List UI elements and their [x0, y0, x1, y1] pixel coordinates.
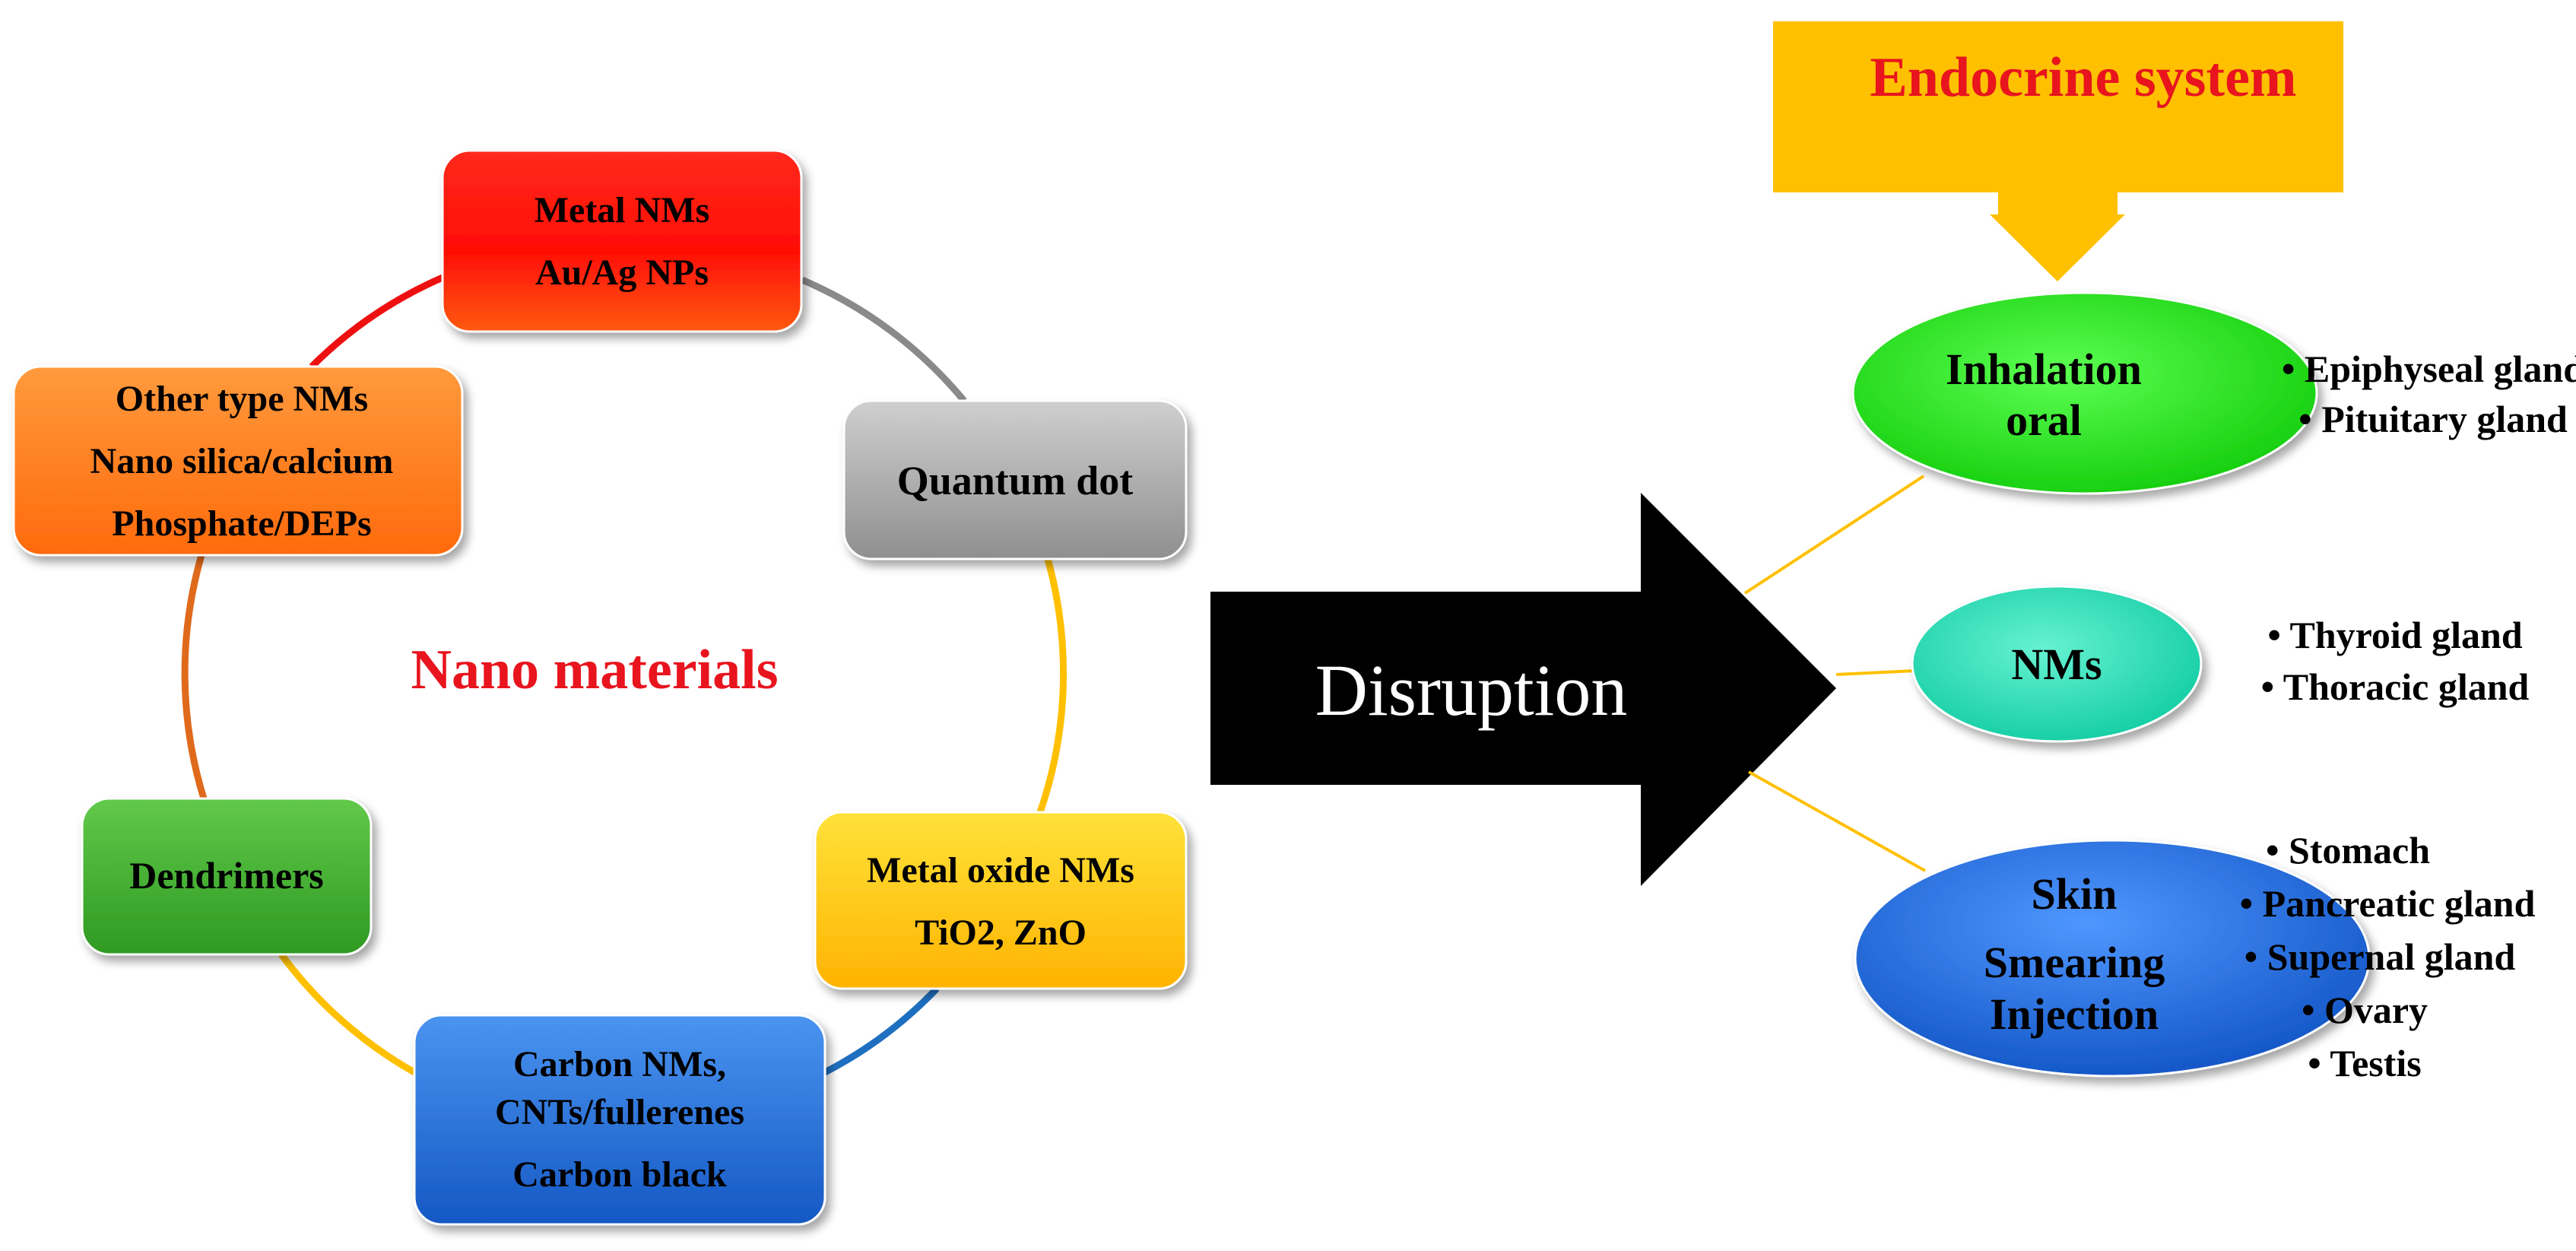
connector-dendrimers-other	[181, 554, 208, 800]
connector-other-metal	[309, 274, 444, 370]
gland-item: • Pituitary gland	[2298, 398, 2568, 440]
node-carbon-line-3: Carbon black	[512, 1154, 727, 1195]
arrow-shape	[1210, 493, 1836, 886]
gland-item: • Thoracic gland	[2261, 665, 2530, 708]
route-connector-3	[1748, 770, 1926, 872]
gland-list-nms: • Thyroid gland • Thoracic gland	[2261, 614, 2530, 708]
connector-metal-quantum	[801, 276, 967, 403]
gland-item: • Ovary	[2302, 989, 2428, 1031]
node-other-line-3: Phosphate/DEPs	[112, 503, 371, 544]
gland-item: • Stomach	[2266, 829, 2430, 872]
node-carbon-line-1: Carbon NMs,	[513, 1044, 726, 1084]
gland-item: • Testis	[2308, 1042, 2422, 1084]
endocrine-title: Endocrine system	[1870, 46, 2296, 109]
node-other-line-2: Nano silica/calcium	[90, 441, 394, 481]
node-metal-line-2: Au/Ag NPs	[535, 252, 709, 293]
route-nms: NMs	[1911, 585, 2203, 743]
arrow-label: Disruption	[1315, 649, 1628, 731]
node-quantum-line-1: Quantum dot	[897, 458, 1134, 503]
node-other-line-1: Other type NMs	[116, 379, 368, 419]
route-connector-2	[1835, 669, 1915, 676]
route-inhalation-line-2: oral	[2006, 395, 2082, 445]
node-metal-line-1: Metal NMs	[535, 190, 710, 230]
endocrine-box	[1773, 21, 2343, 192]
node-oxide-line-1: Metal oxide NMs	[867, 850, 1134, 891]
route-inhalation-line-1: Inhalation	[1946, 345, 2142, 394]
route-connector-1	[1743, 475, 1925, 595]
node-quantum-dot: Quantum dot	[842, 399, 1188, 560]
route-connectors	[1743, 475, 1926, 872]
disruption-arrow: Disruption	[1210, 493, 1836, 886]
endocrine-pointer	[1990, 192, 2125, 281]
connector-oxide-carbon	[823, 986, 940, 1075]
route-skin: Skin Smearing Injection	[1854, 839, 2371, 1078]
node-oxide-line-2: TiO2, ZnO	[915, 913, 1087, 953]
node-dendrimers: Dendrimers	[81, 797, 373, 956]
node-metal: Metal NMs Au/Ag NPs	[441, 149, 803, 333]
gland-list-inhalation: • Epiphyseal gland • Pituitary gland	[2282, 348, 2576, 440]
route-skin-line-2: Smearing	[1984, 938, 2165, 987]
gland-item: • Epiphyseal gland	[2282, 348, 2576, 390]
gland-item: • Pancreatic gland	[2240, 882, 2536, 925]
node-dendrimers-line-1: Dendrimers	[129, 854, 324, 897]
node-other: Other type NMs Nano silica/calcium Phosp…	[12, 365, 464, 557]
gland-item: • Supernal gland	[2244, 935, 2516, 978]
gland-item: • Thyroid gland	[2267, 614, 2522, 656]
node-carbon: Carbon NMs, CNTs/fullerenes Carbon black	[413, 1014, 826, 1226]
route-skin-line-1: Skin	[2032, 869, 2118, 919]
route-skin-line-3: Injection	[1990, 989, 2159, 1039]
connector-quantum-oxide	[1036, 557, 1068, 814]
endocrine-callout: Endocrine system	[1773, 21, 2343, 281]
cycle-center-label: Nano materials	[411, 639, 779, 701]
cycle-connectors	[181, 274, 1068, 1075]
connector-carbon-dendrimers	[278, 952, 417, 1075]
route-nms-line-1: NMs	[2011, 640, 2102, 689]
gland-list-skin: • Stomach • Pancreatic gland • Supernal …	[2240, 829, 2536, 1084]
node-carbon-line-2: CNTs/fullerenes	[495, 1092, 744, 1132]
node-metal-oxide: Metal oxide NMs TiO2, ZnO	[814, 811, 1188, 990]
route-inhalation: Inhalation oral	[1851, 291, 2318, 495]
